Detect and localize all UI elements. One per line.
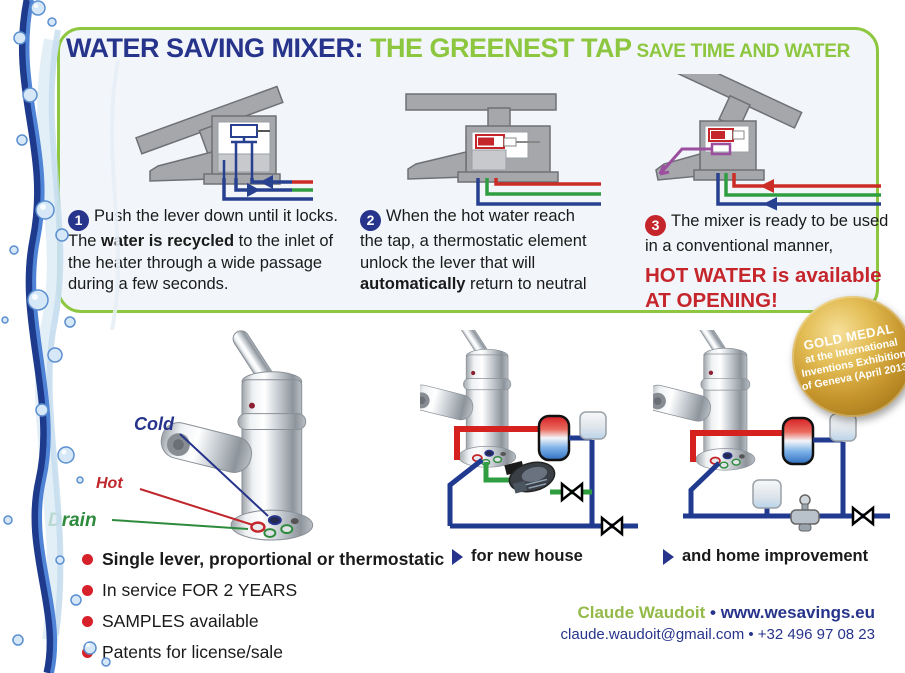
caption-home-improvement-label: and home improvement [682,547,869,565]
bullet-icon [82,647,93,658]
hot-flow-arrow-icon [760,179,774,193]
flow-arrow-left-icon [260,175,273,189]
title-subtitle: SAVE TIME AND WATER [631,41,851,62]
list-item: Patents for license/sale [82,637,444,668]
cartridge-icon [230,124,258,138]
pressure-reducer-icon [790,494,820,532]
step1-bold: water is recycled [101,231,235,250]
contact-email: claude.waudoit@gmail.com [560,626,745,643]
mixer-cutaway-step3-diagram [655,74,881,211]
step2-post: return to neutral [465,275,587,294]
water-heater-icon [537,414,571,462]
cold-label: Cold [134,414,175,434]
mixer-tap-illustration-labeled: Cold Hot Drain [48,330,314,542]
arrow-right-icon [663,548,674,565]
caption-new-house-label: for new house [471,547,583,565]
step2-pre: When the hot water reach the tap, a ther… [360,207,587,272]
feature-list: Single lever, proportional or thermostat… [82,544,444,668]
step2-number-badge: 2 [360,209,381,231]
hot-recirculation-pipe [454,426,542,460]
title-main: WATER SAVING MIXER: [66,33,371,63]
bullet-icon [82,616,93,627]
hot-leader-line [139,488,254,526]
expansion-tank-icon [579,411,607,440]
plumbing-schematic-home-improvement [653,330,890,532]
pipes-step3 [716,173,881,211]
title-highlight: THE GREENEST TAP [370,33,632,63]
gold-medal-text: GOLD MEDAL at the International Inventio… [782,286,905,428]
contact-phone: +32 496 97 08 23 [757,626,875,643]
contact-line2: claude.waudoit@gmail.com • +32 496 97 08… [561,626,875,643]
flow-arrow-out-icon [658,164,670,176]
hot-water-callout: HOT WATER is available AT OPENING! [645,263,882,313]
contact-website: www.wesavings.eu [720,603,875,622]
valve-icon [600,515,624,537]
bullet-icon [82,554,93,565]
gold-medal-badge: GOLD MEDAL at the International Inventio… [792,296,905,417]
cold-flow-arrow-icon [763,197,777,211]
pump-icon [504,460,556,494]
expansion-tank-icon [752,479,782,509]
hot-recirculation-pipe [690,430,786,462]
pipes-step2 [476,178,601,206]
step2-bold: automatically [360,275,466,294]
valve-icon [560,481,584,503]
list-item: Single lever, proportional or thermostat… [82,544,444,575]
pipes-step1 [222,175,313,201]
mixer-cutaway-step1-diagram [135,85,313,201]
hot-label: Hot [96,475,123,492]
caption-new-house: for new house [452,547,583,566]
flow-arrow-right-icon [247,183,260,197]
list-item: In service FOR 2 YEARS [82,575,444,606]
step1-pre: Push the lever down until it locks. The [68,207,338,250]
contact-name: Claude Waudoit [577,603,706,622]
bullet-icon [82,585,93,596]
mixer-cutaway-step2-diagram [405,93,601,206]
valve-icon [851,505,875,527]
step3-body: The mixer is ready to be used in a conve… [645,212,889,255]
outflow-purple [658,142,732,176]
step1-number-badge: 1 [68,209,89,231]
page-title: WATER SAVING MIXER: THE GREENEST TAP SAV… [66,33,850,64]
list-item: SAMPLES available [82,606,444,637]
step1-post: to the inlet of the heater through a wid… [68,231,334,294]
step3-number-badge: 3 [645,214,666,236]
contact-line1: Claude Waudoit • www.wesavings.eu [561,603,875,623]
contact-separator: • [744,626,758,643]
feature-text: Patents for license/sale [102,642,283,662]
drain-leader-line [111,519,249,530]
contact-separator: • [705,603,721,622]
cold-leader-line [179,433,269,517]
feature-text: In service FOR 2 YEARS [102,580,298,600]
feature-text: Single lever, proportional or thermostat… [102,549,445,569]
plumbing-schematic-new-house [420,330,638,537]
arrow-right-icon [452,548,463,565]
feature-text: SAMPLES available [102,611,259,631]
caption-home-improvement: and home improvement [663,547,868,566]
drain-label: Drain [48,510,97,531]
contact-block: Claude Waudoit • www.wesavings.eu claude… [561,603,875,643]
